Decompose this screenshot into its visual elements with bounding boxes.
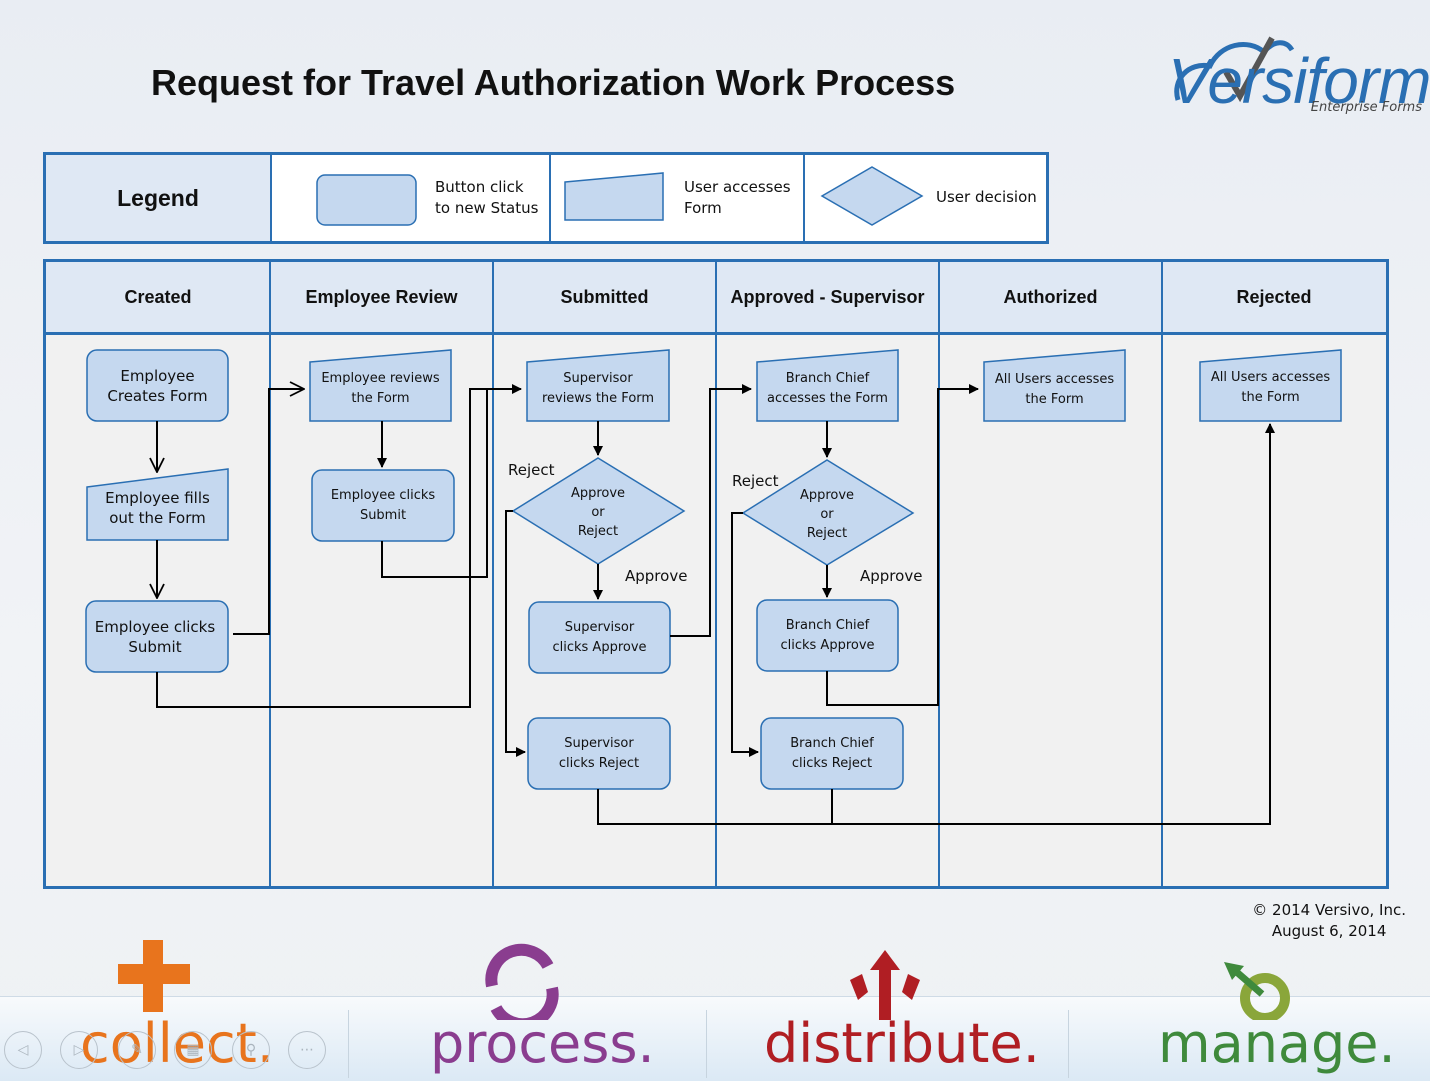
connector-created-to-submitted [156,388,487,708]
edge-label-supervisor-reject: Reject [508,461,555,479]
connector-rejects-to-rejected [597,423,1275,825]
connector-submit-to-review [233,389,304,635]
edge-label-branch-chief-reject: Reject [732,472,779,490]
more-dots-icon: ⋯ [300,1042,314,1058]
lane-header-submitted: Submitted [493,262,716,332]
chevron-left-icon: ◁ [17,1042,29,1058]
logo-wordmark: Versiform [1168,45,1430,117]
legend-divider [803,155,805,241]
lane-header-authorized: Authorized [939,262,1162,332]
pen-tool-button[interactable]: ✎ [118,1031,156,1069]
footer-icons [118,940,1290,1020]
footer-word-manage: manage. [1158,1012,1396,1075]
chevron-right-icon: ▷ [73,1042,85,1058]
shape-supervisor-approve [528,601,671,674]
magnifier-icon: ⚲ [245,1042,257,1058]
split-arrows-icon [850,950,920,1020]
gear-arrow-icon [1224,962,1290,1020]
shape-employee-reviews-form [309,349,452,422]
lane-divider [492,262,494,886]
legend-title: Legend [46,155,272,241]
plus-icon [118,940,190,1012]
lane-header-employee-review: Employee Review [270,262,493,332]
shape-rejected-access [1199,349,1342,422]
lane-header-approved-supervisor: Approved - Supervisor [716,262,939,332]
previous-slide-button[interactable]: ◁ [4,1031,42,1069]
legend-shapes [316,166,924,226]
grid-icon: ▦ [186,1042,200,1058]
more-options-button[interactable]: ⋯ [288,1031,326,1069]
page-title: Request for Travel Authorization Work Pr… [151,62,956,103]
shape-branch-chief-accesses [756,349,899,422]
slides-grid-button[interactable]: ▦ [174,1031,212,1069]
legend-diamond-shape [820,166,924,226]
footer-word-process: process. [430,1012,655,1075]
connector-bc-approve-to-authorized [826,384,979,706]
versiform-logo: Versiform Enterprise Forms [1168,30,1430,120]
edge-label-branch-chief-approve: Approve [860,567,923,585]
copyright-notice: © 2014 Versivo, Inc. August 6, 2014 [1252,901,1406,940]
lane-divider [1161,262,1163,886]
footer-divider [1068,1010,1069,1078]
shape-supervisor-reviews [526,349,670,422]
lane-header-rejected: Rejected [1162,262,1386,332]
lane-header-created: Created [46,262,270,332]
cycle-icon [485,943,559,1020]
shape-employee-fills-form [86,468,229,541]
connector-bc-reject-path [731,512,759,757]
cloud-check-icon [1174,36,1295,103]
swimlane-board: Created Employee Review Submitted Approv… [43,259,1389,889]
footer-word-distribute: distribute. [764,1012,1040,1075]
legend-manual-input-shape [564,172,664,221]
footer-divider [706,1010,707,1078]
legend-divider [549,155,551,241]
zoom-button[interactable]: ⚲ [232,1031,270,1069]
connector-review-submit-to-submitted [381,384,522,578]
legend-label-user-decision: User decision [936,188,1037,206]
pen-icon: ✎ [131,1042,143,1058]
logo-tagline: Enterprise Forms [1310,100,1422,115]
edge-label-supervisor-approve: Approve [625,567,688,585]
footer-divider [348,1010,349,1078]
shape-authorized-access [983,349,1126,422]
next-slide-button[interactable]: ▷ [60,1031,98,1069]
connector-sup-approve-to-bc [670,384,752,637]
lane-divider [715,262,717,886]
connector-sup-reject-path [505,510,526,757]
legend-rounded-rect-shape [316,174,417,226]
